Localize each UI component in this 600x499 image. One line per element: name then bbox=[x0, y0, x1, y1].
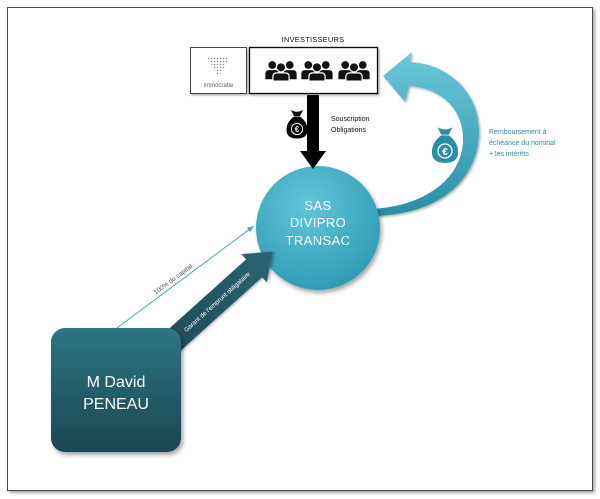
investors-title: INVESTISSEURS bbox=[282, 35, 345, 44]
person-name-line1: M David bbox=[87, 374, 146, 391]
subscription-down-arrow bbox=[300, 95, 326, 169]
capital-ownership-line bbox=[116, 228, 251, 329]
company-name-line1: SAS bbox=[304, 198, 331, 213]
logo-box-frame bbox=[190, 47, 247, 94]
euro-symbol: € bbox=[295, 125, 300, 134]
investor-group-icon bbox=[300, 60, 334, 82]
dot-grid-logo-mark bbox=[207, 57, 230, 77]
company-circle bbox=[256, 166, 380, 290]
euro-symbol: € bbox=[442, 147, 448, 158]
bag-body bbox=[431, 135, 459, 163]
investors-box bbox=[248, 46, 379, 95]
investor-group-icon bbox=[264, 60, 298, 82]
repayment-curved-arrow bbox=[372, 52, 480, 216]
arrowhead-icon bbox=[246, 225, 255, 233]
subscription-label-line2: Obligations bbox=[331, 127, 367, 134]
immocratie-logo-box: immocratie bbox=[190, 47, 247, 94]
money-bag-euro-icon: € bbox=[431, 127, 459, 163]
repayment-label-line3: + les intérêts bbox=[489, 151, 529, 158]
bag-knot bbox=[437, 127, 453, 135]
euro-ring bbox=[290, 122, 304, 136]
company-name-line3: TRANSAC bbox=[286, 233, 351, 248]
person-box bbox=[51, 328, 181, 452]
subscription-label-line1: Souscription bbox=[331, 116, 370, 123]
repayment-label-line2: échéance du nominal bbox=[489, 140, 556, 147]
euro-ring bbox=[437, 143, 453, 159]
bag-knot bbox=[291, 110, 303, 116]
capital-ownership-label: 100% du capital bbox=[153, 263, 195, 297]
bag-body bbox=[286, 116, 308, 139]
money-bag-euro-icon: € bbox=[286, 110, 308, 139]
repayment-label-line1: Remboursement à bbox=[489, 129, 547, 136]
person-name-line2: PENEAU bbox=[83, 396, 149, 413]
guarantee-label: Garant de l'emprunt obligataire bbox=[183, 271, 252, 334]
company-name-line2: DIVIPRO bbox=[290, 215, 346, 230]
investor-group-icon bbox=[337, 60, 371, 82]
company-node: SAS DIVIPRO TRANSAC bbox=[256, 166, 380, 290]
person-node: M David PENEAU bbox=[51, 328, 181, 452]
logo-wordmark: immocratie bbox=[204, 83, 234, 89]
